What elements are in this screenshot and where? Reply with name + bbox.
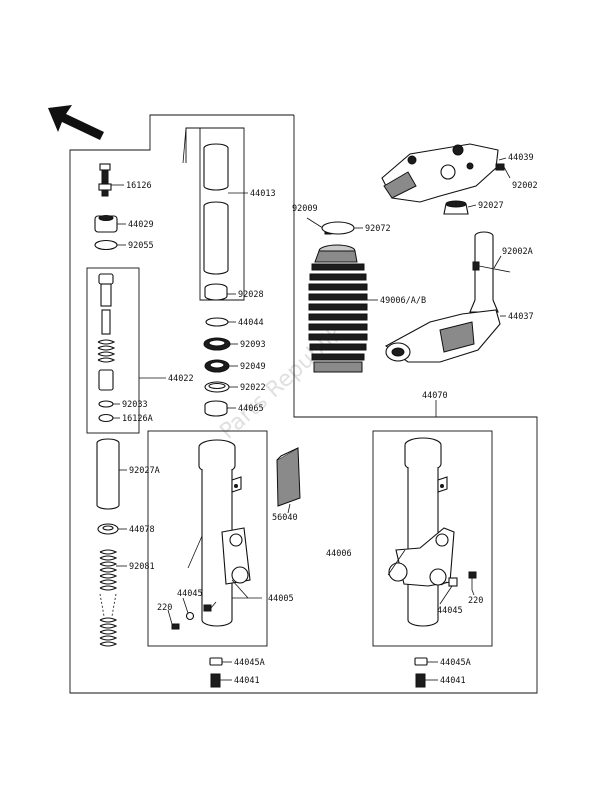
callout-44039: 44039 bbox=[508, 153, 534, 163]
part-92022-washer bbox=[204, 381, 238, 393]
callout-92072: 92072 bbox=[365, 224, 391, 234]
callout-92081: 92081 bbox=[129, 562, 155, 572]
callout-44044: 44044 bbox=[238, 318, 264, 328]
part-92081-spring bbox=[99, 549, 127, 647]
callout-44041-right: 44041 bbox=[440, 676, 466, 686]
callout-92009: 92009 bbox=[292, 204, 318, 214]
left-tube-frame bbox=[147, 430, 268, 647]
part-92049-dust-seal bbox=[204, 359, 238, 373]
callout-92033: 92033 bbox=[122, 400, 148, 410]
part-49006-fork-boot bbox=[308, 244, 378, 373]
part-44029-cap bbox=[94, 215, 126, 233]
part-44078-seat bbox=[97, 523, 127, 535]
callout-220-right: 220 bbox=[468, 596, 483, 606]
part-left-caliper-bolts bbox=[171, 601, 217, 630]
callout-44070: 44070 bbox=[422, 391, 448, 401]
part-16126A-washer bbox=[98, 413, 120, 423]
part-44005-left-outer-tube bbox=[187, 439, 251, 627]
callout-44005: 44005 bbox=[268, 594, 294, 604]
part-44045A-right bbox=[414, 657, 438, 666]
callout-44045A-left: 44045A bbox=[234, 658, 265, 668]
part-92027-nut bbox=[443, 200, 477, 215]
part-92033-ring bbox=[98, 400, 120, 408]
main-frame bbox=[69, 114, 538, 694]
part-92027A-spacer bbox=[96, 438, 127, 510]
right-tube-frame bbox=[372, 430, 493, 647]
callout-49006: 49006/A/B bbox=[380, 296, 426, 306]
callout-44037: 44037 bbox=[508, 312, 534, 322]
callout-92093: 92093 bbox=[240, 340, 266, 350]
fork-cap-assembly-frame bbox=[86, 267, 140, 434]
callout-92027: 92027 bbox=[478, 201, 504, 211]
part-44022-damper-parts bbox=[97, 273, 166, 391]
callout-92002: 92002 bbox=[512, 181, 538, 191]
part-92002-bolt bbox=[495, 163, 511, 179]
callout-44029: 44029 bbox=[128, 220, 154, 230]
part-16126-adjuster bbox=[98, 163, 124, 197]
part-44044-clip bbox=[205, 317, 236, 327]
callout-44065: 44065 bbox=[238, 404, 264, 414]
inner-tube-frame bbox=[185, 127, 245, 301]
part-56040-label bbox=[276, 447, 301, 507]
part-92055-o-ring bbox=[94, 239, 126, 251]
callout-44041-left: 44041 bbox=[234, 676, 260, 686]
callout-44045-left: 44045 bbox=[177, 589, 203, 599]
callout-92002A: 92002A bbox=[502, 247, 533, 257]
part-44045A-left bbox=[209, 657, 232, 666]
callout-44078: 44078 bbox=[129, 525, 155, 535]
part-44039-upper-bracket bbox=[381, 143, 507, 203]
callout-220-left: 220 bbox=[157, 603, 172, 613]
callout-92049: 92049 bbox=[240, 362, 266, 372]
part-92093-oil-seal bbox=[203, 337, 238, 351]
part-44041-right bbox=[415, 673, 438, 688]
part-right-caliper-bolts bbox=[440, 571, 477, 590]
callout-44006: 44006 bbox=[326, 549, 352, 559]
callout-44045A-right: 44045A bbox=[440, 658, 471, 668]
part-44065-bushing bbox=[204, 400, 236, 417]
callout-56040: 56040 bbox=[272, 513, 298, 523]
callout-44022: 44022 bbox=[168, 374, 194, 384]
part-92028-bushing bbox=[204, 283, 236, 301]
callout-16126A: 16126A bbox=[122, 414, 153, 424]
callout-16126: 16126 bbox=[126, 181, 152, 191]
arrow-front-icon bbox=[48, 105, 104, 140]
callout-44045-right: 44045 bbox=[437, 606, 463, 616]
callout-92055: 92055 bbox=[128, 241, 154, 251]
part-44037-steering-stem bbox=[384, 231, 506, 363]
callout-92022: 92022 bbox=[240, 383, 266, 393]
callout-92028: 92028 bbox=[238, 290, 264, 300]
part-44006-right-outer-tube bbox=[387, 437, 455, 627]
callout-44013: 44013 bbox=[250, 189, 276, 199]
part-92072-clamp bbox=[321, 221, 363, 235]
part-44013-inner-tube bbox=[203, 143, 248, 275]
part-92002A-bolt bbox=[472, 255, 511, 273]
callout-92027A: 92027A bbox=[129, 466, 160, 476]
part-44041-left bbox=[210, 673, 232, 688]
